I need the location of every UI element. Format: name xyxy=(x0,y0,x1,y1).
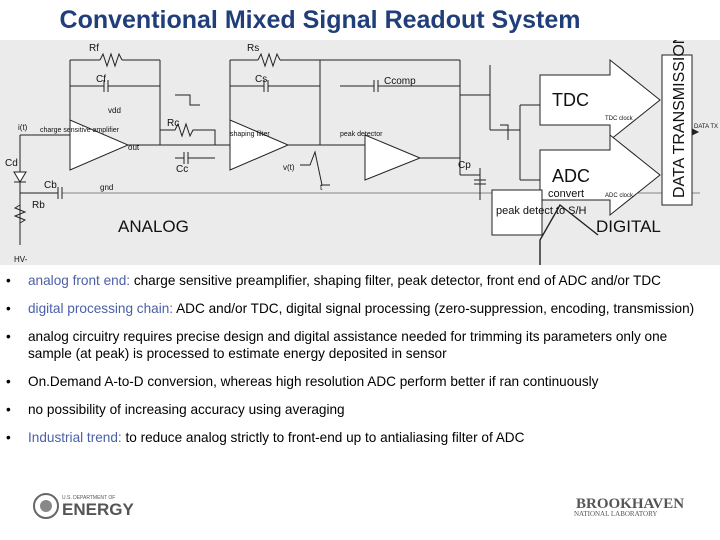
bullet-text: On.Demand A-to-D conversion, whereas hig… xyxy=(28,374,599,389)
doe-logo: U.S. DEPARTMENT OF ENERGY xyxy=(33,493,134,519)
bullet-item-4: • On.Demand A-to-D conversion, whereas hi… xyxy=(6,373,706,390)
label-peak-detect: peak detect to S/H xyxy=(496,205,587,217)
label-rc: Rc xyxy=(167,118,179,129)
label-shaping: shaping filter xyxy=(230,131,270,138)
label-adc-clock: ADC clock xyxy=(605,193,634,199)
label-analog: ANALOG xyxy=(118,217,189,236)
bullet-text: to reduce analog strictly to front-end u… xyxy=(121,430,525,445)
bnl-logo: BROOKHAVEN NATIONAL LABORATORY xyxy=(574,496,684,518)
doe-big-text: ENERGY xyxy=(62,500,134,519)
label-ccomp: Ccomp xyxy=(384,76,416,87)
label-digital: DIGITAL xyxy=(596,217,661,236)
label-out: out xyxy=(128,143,140,152)
readout-schematic: Rf Cf Rs Cs Rc Cc Cd Cb Rb Cp Ccomp i(t)… xyxy=(0,40,720,265)
label-rb: Rb xyxy=(32,200,45,211)
footer-logos: U.S. DEPARTMENT OF ENERGY BROOKHAVEN NAT… xyxy=(33,493,684,519)
bullet-item-1: • analog front end: charge sensitive prea… xyxy=(6,272,706,289)
label-cf: Cf xyxy=(96,74,106,85)
bullet-highlight: analog front end: xyxy=(28,273,131,288)
label-csa: charge sensitive amplifier xyxy=(40,127,120,134)
label-adc: ADC xyxy=(552,166,590,186)
label-data-tx: DATA TX xyxy=(694,124,718,130)
label-cs: Cs xyxy=(255,74,267,85)
bullet-dot: • xyxy=(6,430,11,445)
slide-title: Conventional Mixed Signal Readout System xyxy=(59,6,581,34)
bullet-item-2: • digital processing chain: ADC and/or TD… xyxy=(6,300,706,317)
label-data-transmission: DATA TRANSMISSION xyxy=(671,40,688,198)
data-transmission-block xyxy=(661,54,693,206)
label-rs: Rs xyxy=(247,43,259,54)
bullet-list: • analog front end: charge sensitive prea… xyxy=(6,272,706,457)
bullet-dot: • xyxy=(6,301,11,316)
bullet-text: no possibility of increasing accuracy us… xyxy=(28,402,345,417)
bullet-item-6: • Industrial trend: to reduce analog stri… xyxy=(6,429,706,446)
label-peak: peak detector xyxy=(340,131,383,138)
bullet-text: ADC and/or TDC, digital signal processin… xyxy=(173,301,695,316)
label-t: t xyxy=(320,183,323,192)
bullet-highlight: digital processing chain: xyxy=(28,301,174,316)
bnl-small-text: NATIONAL LABORATORY xyxy=(574,510,657,518)
label-it: i(t) xyxy=(18,123,28,132)
doe-small-text: U.S. DEPARTMENT OF xyxy=(62,495,115,501)
label-convert: convert xyxy=(548,188,584,200)
label-rf: Rf xyxy=(89,43,99,54)
bullet-dot: • xyxy=(6,273,11,288)
bullet-item-5: • no possibility of increasing accuracy u… xyxy=(6,401,706,418)
label-cb: Cb xyxy=(44,180,57,191)
label-cd: Cd xyxy=(5,158,18,169)
label-tdc: TDC xyxy=(552,90,589,110)
label-vt: v(t) xyxy=(283,163,295,172)
bullet-highlight: Industrial trend: xyxy=(28,430,122,445)
bnl-big-text: BROOKHAVEN xyxy=(576,496,684,512)
bullet-item-3: • analog circuitry requires precise desig… xyxy=(6,328,706,362)
label-cc: Cc xyxy=(176,164,188,175)
label-cp: Cp xyxy=(458,160,471,171)
bullet-dot: • xyxy=(6,402,11,417)
bullet-dot: • xyxy=(6,329,11,344)
label-hv: HV- xyxy=(14,255,28,264)
bullet-text: charge sensitive preamplifier, shaping f… xyxy=(130,273,661,288)
peak-detect-box xyxy=(491,189,543,236)
label-tdc-clock: TDC clock xyxy=(605,116,634,122)
label-gnd: gnd xyxy=(100,183,113,192)
label-vdd: vdd xyxy=(108,106,121,115)
bullet-text: analog circuitry requires precise design… xyxy=(28,329,668,361)
bullet-dot: • xyxy=(6,374,11,389)
